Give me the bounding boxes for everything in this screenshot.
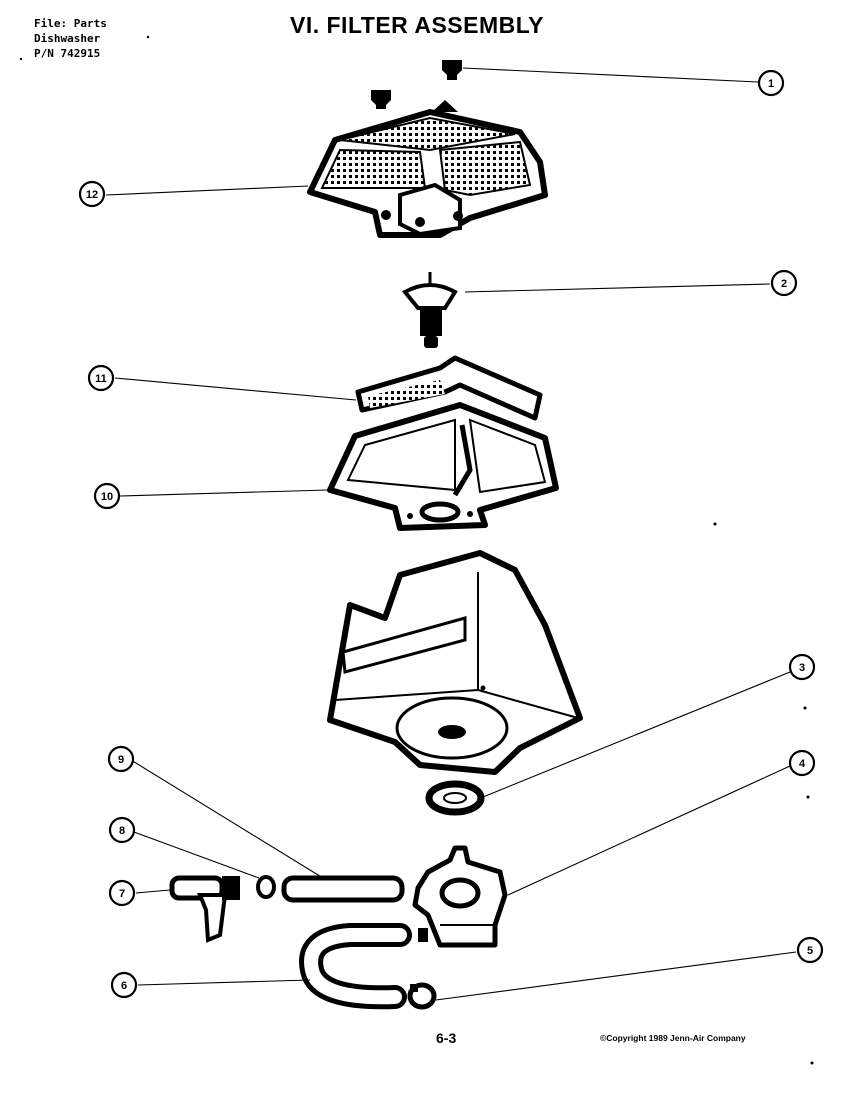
callout-label: 9: [118, 754, 124, 766]
callout-12: 12: [78, 180, 106, 208]
callout-3: 3: [788, 653, 816, 681]
filter-cover-part: [307, 100, 548, 238]
callout-label: 7: [119, 888, 125, 900]
page-title: VI. FILTER ASSEMBLY: [290, 12, 545, 38]
leader-lines: [105, 67, 797, 1001]
seal-ring-part: [425, 780, 485, 816]
callout-10: 10: [93, 482, 121, 510]
pump-body-part: [412, 845, 508, 948]
callout-label: 3: [799, 662, 805, 674]
hose-clamp-part: [407, 982, 437, 1010]
callout-label: 10: [101, 491, 113, 503]
file-info-block: File: Parts Dishwasher P/N 742915: [34, 16, 107, 61]
straight-hose-part: [281, 875, 405, 903]
tub-housing-part: [327, 550, 583, 775]
callout-7: 7: [108, 879, 136, 907]
file-info-line: Dishwasher: [34, 32, 101, 45]
scan-specks: [19, 35, 814, 1065]
filter-housing-part: [327, 402, 559, 531]
callout-2: 2: [770, 269, 798, 297]
callout-label: 4: [799, 758, 806, 770]
callout-5: 5: [796, 936, 824, 964]
valve-part: [401, 272, 458, 348]
callout-1: 1: [757, 69, 785, 97]
callout-label: 12: [86, 189, 98, 201]
callout-6: 6: [110, 971, 138, 999]
callout-9: 9: [107, 745, 135, 773]
callout-label: 6: [121, 980, 127, 992]
copyright-notice: ©Copyright 1989 Jenn-Air Company: [600, 1033, 746, 1043]
callout-label: 8: [119, 825, 125, 837]
file-info-line: File: Parts: [34, 17, 107, 30]
callout-label: 11: [95, 373, 107, 385]
screw-part: [371, 60, 462, 109]
callout-label: 2: [781, 278, 787, 290]
file-info-line: P/N 742915: [34, 47, 101, 60]
callout-label: 5: [807, 945, 813, 957]
callout-8: 8: [108, 816, 136, 844]
callout-11: 11: [87, 364, 115, 392]
fitting-part: [169, 875, 240, 943]
callout-4: 4: [788, 749, 816, 777]
small-clamp-part: [256, 875, 276, 899]
callout-label: 1: [768, 78, 774, 90]
page-number: 6-3: [436, 1030, 457, 1046]
gasket-part: [355, 355, 543, 421]
curved-hose-part: [299, 923, 412, 1010]
